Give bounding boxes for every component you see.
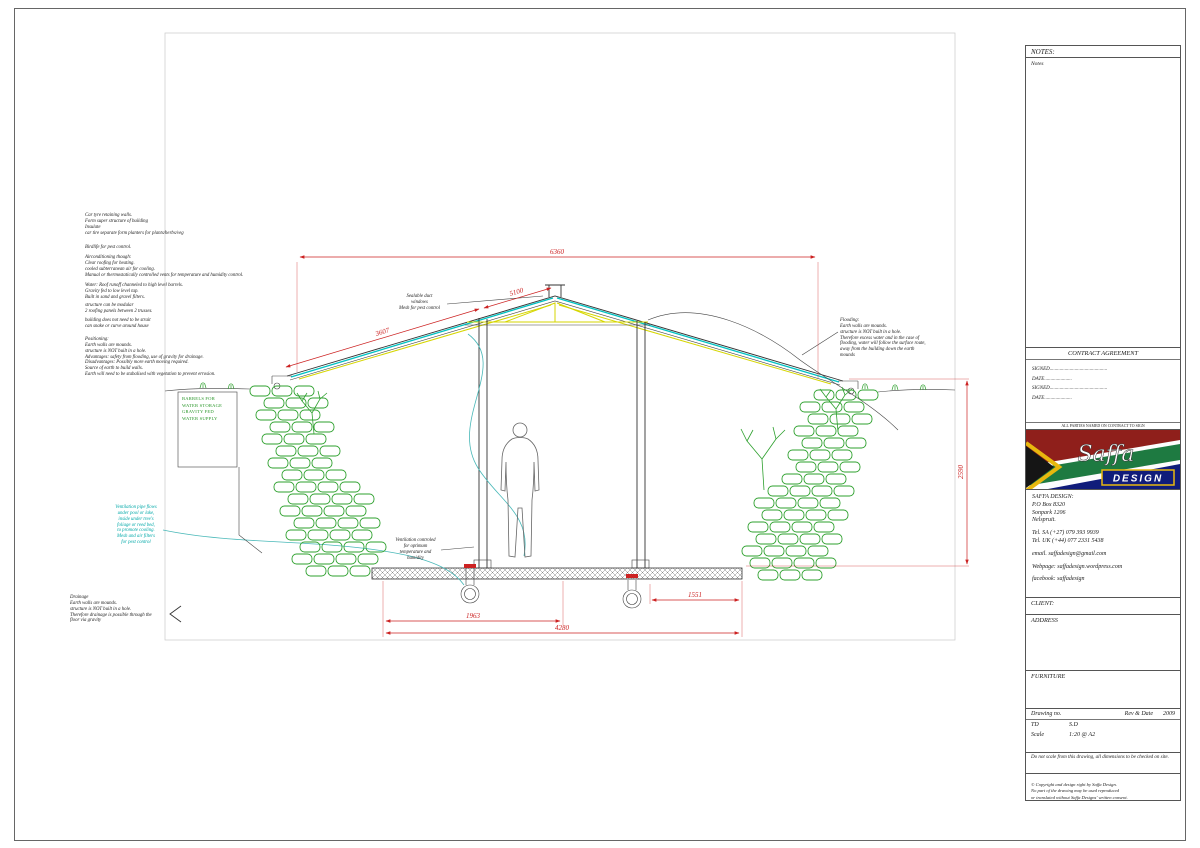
flooding-leader [801, 331, 839, 356]
company-name: SAFFA DESIGN: [1032, 494, 1074, 500]
notes-body: Notes [1031, 61, 1044, 67]
note-water: Water: Roof runoff channeled to high lev… [85, 283, 183, 300]
flag-red-band [1026, 430, 1180, 466]
tel-uk: Tel. UK (+44) 077 2331 5438 [1032, 537, 1104, 544]
address-label: ADDRESS [1031, 617, 1058, 624]
floor-slab [371, 567, 743, 580]
facebook: facebook: saffadesign [1032, 576, 1085, 583]
dim-slope-upper: 5100 [509, 286, 525, 298]
sealable-duct-leader [446, 295, 544, 305]
note-sealable-duct: Sealable duct windows Mesh for pest cont… [399, 294, 440, 311]
columns [473, 318, 650, 569]
contract-footer: ALL PARTIES NAMED ON CONTRACT TO SIGN [1026, 422, 1180, 429]
ground-lines [164, 388, 956, 393]
vent-control-leader [440, 546, 475, 551]
dim-bottom-full: 4280 [555, 624, 570, 632]
email: email. saffadesign@gmail.com [1032, 550, 1107, 557]
duct-vent-right [626, 574, 638, 578]
dim-right-vertical: 2590 [957, 465, 965, 480]
copyright-text: © Copyright and design right by Saffa De… [1031, 782, 1128, 800]
contract-title: CONTRACT AGREEMENT [1026, 348, 1180, 360]
po-box: P.O Box 8320 [1032, 501, 1066, 508]
note-birdlife: Birdlife for pest control. [85, 245, 132, 250]
drawing-no-label: Drawing no. [1031, 711, 1062, 717]
duct-vent-left [464, 564, 476, 568]
flag-green-band [1026, 444, 1180, 486]
dim-bottom-inner: 1963 [466, 612, 481, 620]
flag-black-triangle [1026, 446, 1054, 488]
contract-date-1: DATE...................... [1032, 376, 1072, 382]
flood-route-curve [647, 312, 899, 431]
note-barrels: BARRELS FOR WATER STORAGE GRAVITY FED WA… [182, 396, 223, 421]
contract-section: CONTRACT AGREEMENT SIGNED...............… [1026, 348, 1180, 430]
city: Nelspruit. [1032, 517, 1056, 524]
tel-sa: Tel. SA (+27) 079 393 9939 [1032, 530, 1099, 537]
logo-script-text: Saffa [1078, 442, 1135, 467]
furniture-section: FURNITURE [1026, 671, 1180, 709]
info-section: Drawing no. Rev & Date 2009 TD S.D Scale… [1026, 709, 1180, 753]
human-figure [500, 422, 540, 558]
note-positioning: Positioning: Earth walls are mounds. str… [85, 337, 216, 378]
address-section: SAFFA DESIGN: P.O Box 8320 Sonpark 1206 … [1026, 490, 1180, 598]
flag-gold-edge [1026, 441, 1063, 489]
view-frame [164, 32, 956, 641]
note-vent-pipe: Ventilation pipe flows under pool or lak… [115, 505, 157, 546]
note-flooding: Flooding: Earth walls are mounds. struct… [840, 318, 926, 359]
clear-roofing-right [556, 297, 840, 383]
tire-wall-left [249, 385, 387, 577]
tree-left [296, 390, 328, 435]
view-marker-chevron [169, 605, 182, 623]
client-label: CLIENT: [1031, 600, 1055, 607]
dim-top-width: 6360 [550, 248, 565, 256]
note-aircon: Airconditioning though: Clear roofing fo… [85, 255, 244, 278]
disclaimer-text: Do not scale from this drawing, all dime… [1031, 755, 1169, 760]
tree-right-1 [740, 426, 786, 491]
drawn-by-value: S.D [1069, 722, 1078, 728]
drawn-by-label: TD [1031, 722, 1039, 728]
sheet-border [14, 8, 1186, 841]
note-tyre-walls: Car tyre retaining walls. Form super str… [85, 213, 184, 236]
dimensions: 6360 3607 5100 2590 1963 4280 1551 [285, 248, 969, 637]
vegetation [199, 381, 927, 491]
dim-right-offset: 1551 [688, 591, 702, 599]
ridge-vent [545, 284, 565, 297]
rev-date-label: Rev & Date [1124, 711, 1153, 717]
barrels-leader [238, 467, 263, 554]
rev-date-value: 2009 [1163, 711, 1175, 717]
contract-date-2: DATE...................... [1032, 395, 1072, 401]
suburb: Sonpark 1206 [1032, 509, 1066, 516]
contract-signed-2: SIGNED..................................… [1032, 386, 1108, 391]
disclaimer-section: Do not scale from this drawing, all dime… [1026, 753, 1180, 774]
tree-right-2 [819, 386, 853, 433]
note-drainage: Drainage Earth walls are mounds. structu… [70, 595, 152, 624]
logo-section: Saffa DESIGN [1026, 430, 1180, 490]
logo-design-box [1101, 469, 1175, 486]
title-block: NOTES: Notes CONTRACT AGREEMENT SIGNED..… [1025, 45, 1181, 801]
notes-section: NOTES: Notes [1026, 46, 1180, 348]
logo-block-text: DESIGN [1113, 474, 1163, 485]
tire-wall-right [741, 389, 879, 581]
note-snake: building does not need to be strait can … [85, 318, 151, 329]
scale-label: Scale [1031, 732, 1044, 738]
note-modular: structure can be modular 2 roofing panel… [85, 303, 153, 314]
copyright-section: © Copyright and design right by Saffa De… [1026, 774, 1180, 800]
saffa-design-logo: Saffa DESIGN [1026, 430, 1180, 489]
scale-value: 1:20 @ A2 [1069, 732, 1096, 738]
note-vent-control: Ventilation controled for optimum temper… [395, 538, 436, 561]
contract-signed-1: SIGNED..................................… [1032, 367, 1108, 372]
vent-ducts [460, 564, 642, 609]
furniture-label: FURNITURE [1031, 673, 1066, 680]
gutter-right [847, 387, 855, 395]
client-address-section: ADDRESS [1026, 615, 1180, 671]
client-section: CLIENT: [1026, 598, 1180, 615]
barrels-box [177, 391, 238, 468]
webpage: Webpage: saffadesign.wordpress.com [1032, 563, 1123, 570]
notes-header: NOTES: [1026, 46, 1180, 58]
